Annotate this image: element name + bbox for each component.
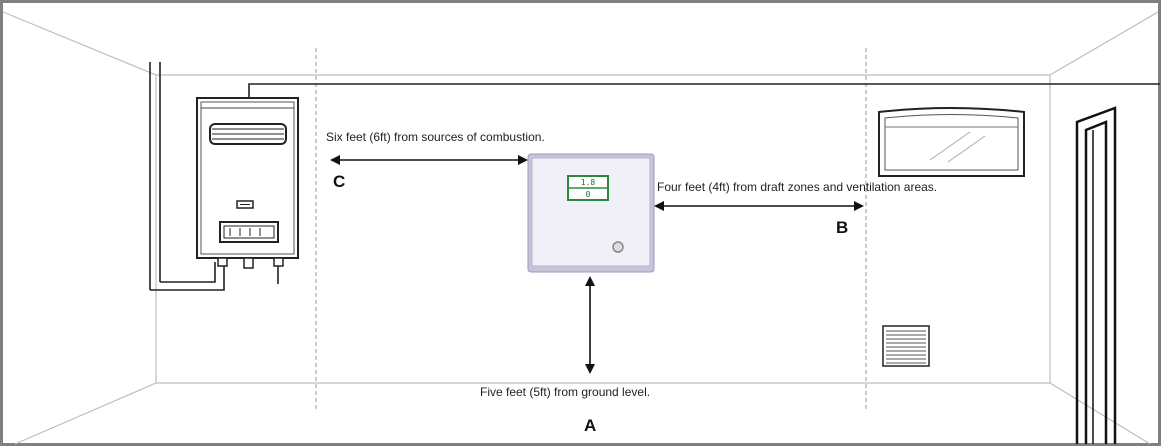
floor-corner-right	[1049, 382, 1151, 445]
detector-display-bottom: 0	[585, 190, 591, 199]
room-perspective	[2, 11, 1159, 445]
marker-a: A	[584, 416, 597, 435]
marker-c: C	[333, 172, 346, 191]
gas-detector-icon	[527, 153, 655, 273]
window-icon	[878, 107, 1025, 177]
ceiling-corner-right	[1049, 11, 1159, 76]
water-heater-icon	[149, 62, 299, 291]
detector-display-top: 1.8	[580, 178, 596, 187]
guide-lines	[315, 48, 867, 412]
vent-grille-icon	[882, 325, 930, 367]
floor-corner-left	[14, 382, 157, 445]
top-pipe	[248, 83, 1160, 98]
annotation-combustion: Six feet (6ft) from sources of combustio…	[326, 130, 545, 144]
annotation-ground: Five feet (5ft) from ground level.	[480, 385, 651, 399]
door-icon	[1075, 106, 1117, 444]
measurement-arrows	[330, 155, 864, 374]
marker-b: B	[836, 218, 849, 237]
ceiling-corner-left	[2, 11, 157, 76]
annotation-draft: Four feet (4ft) from draft zones and ven…	[657, 180, 938, 194]
